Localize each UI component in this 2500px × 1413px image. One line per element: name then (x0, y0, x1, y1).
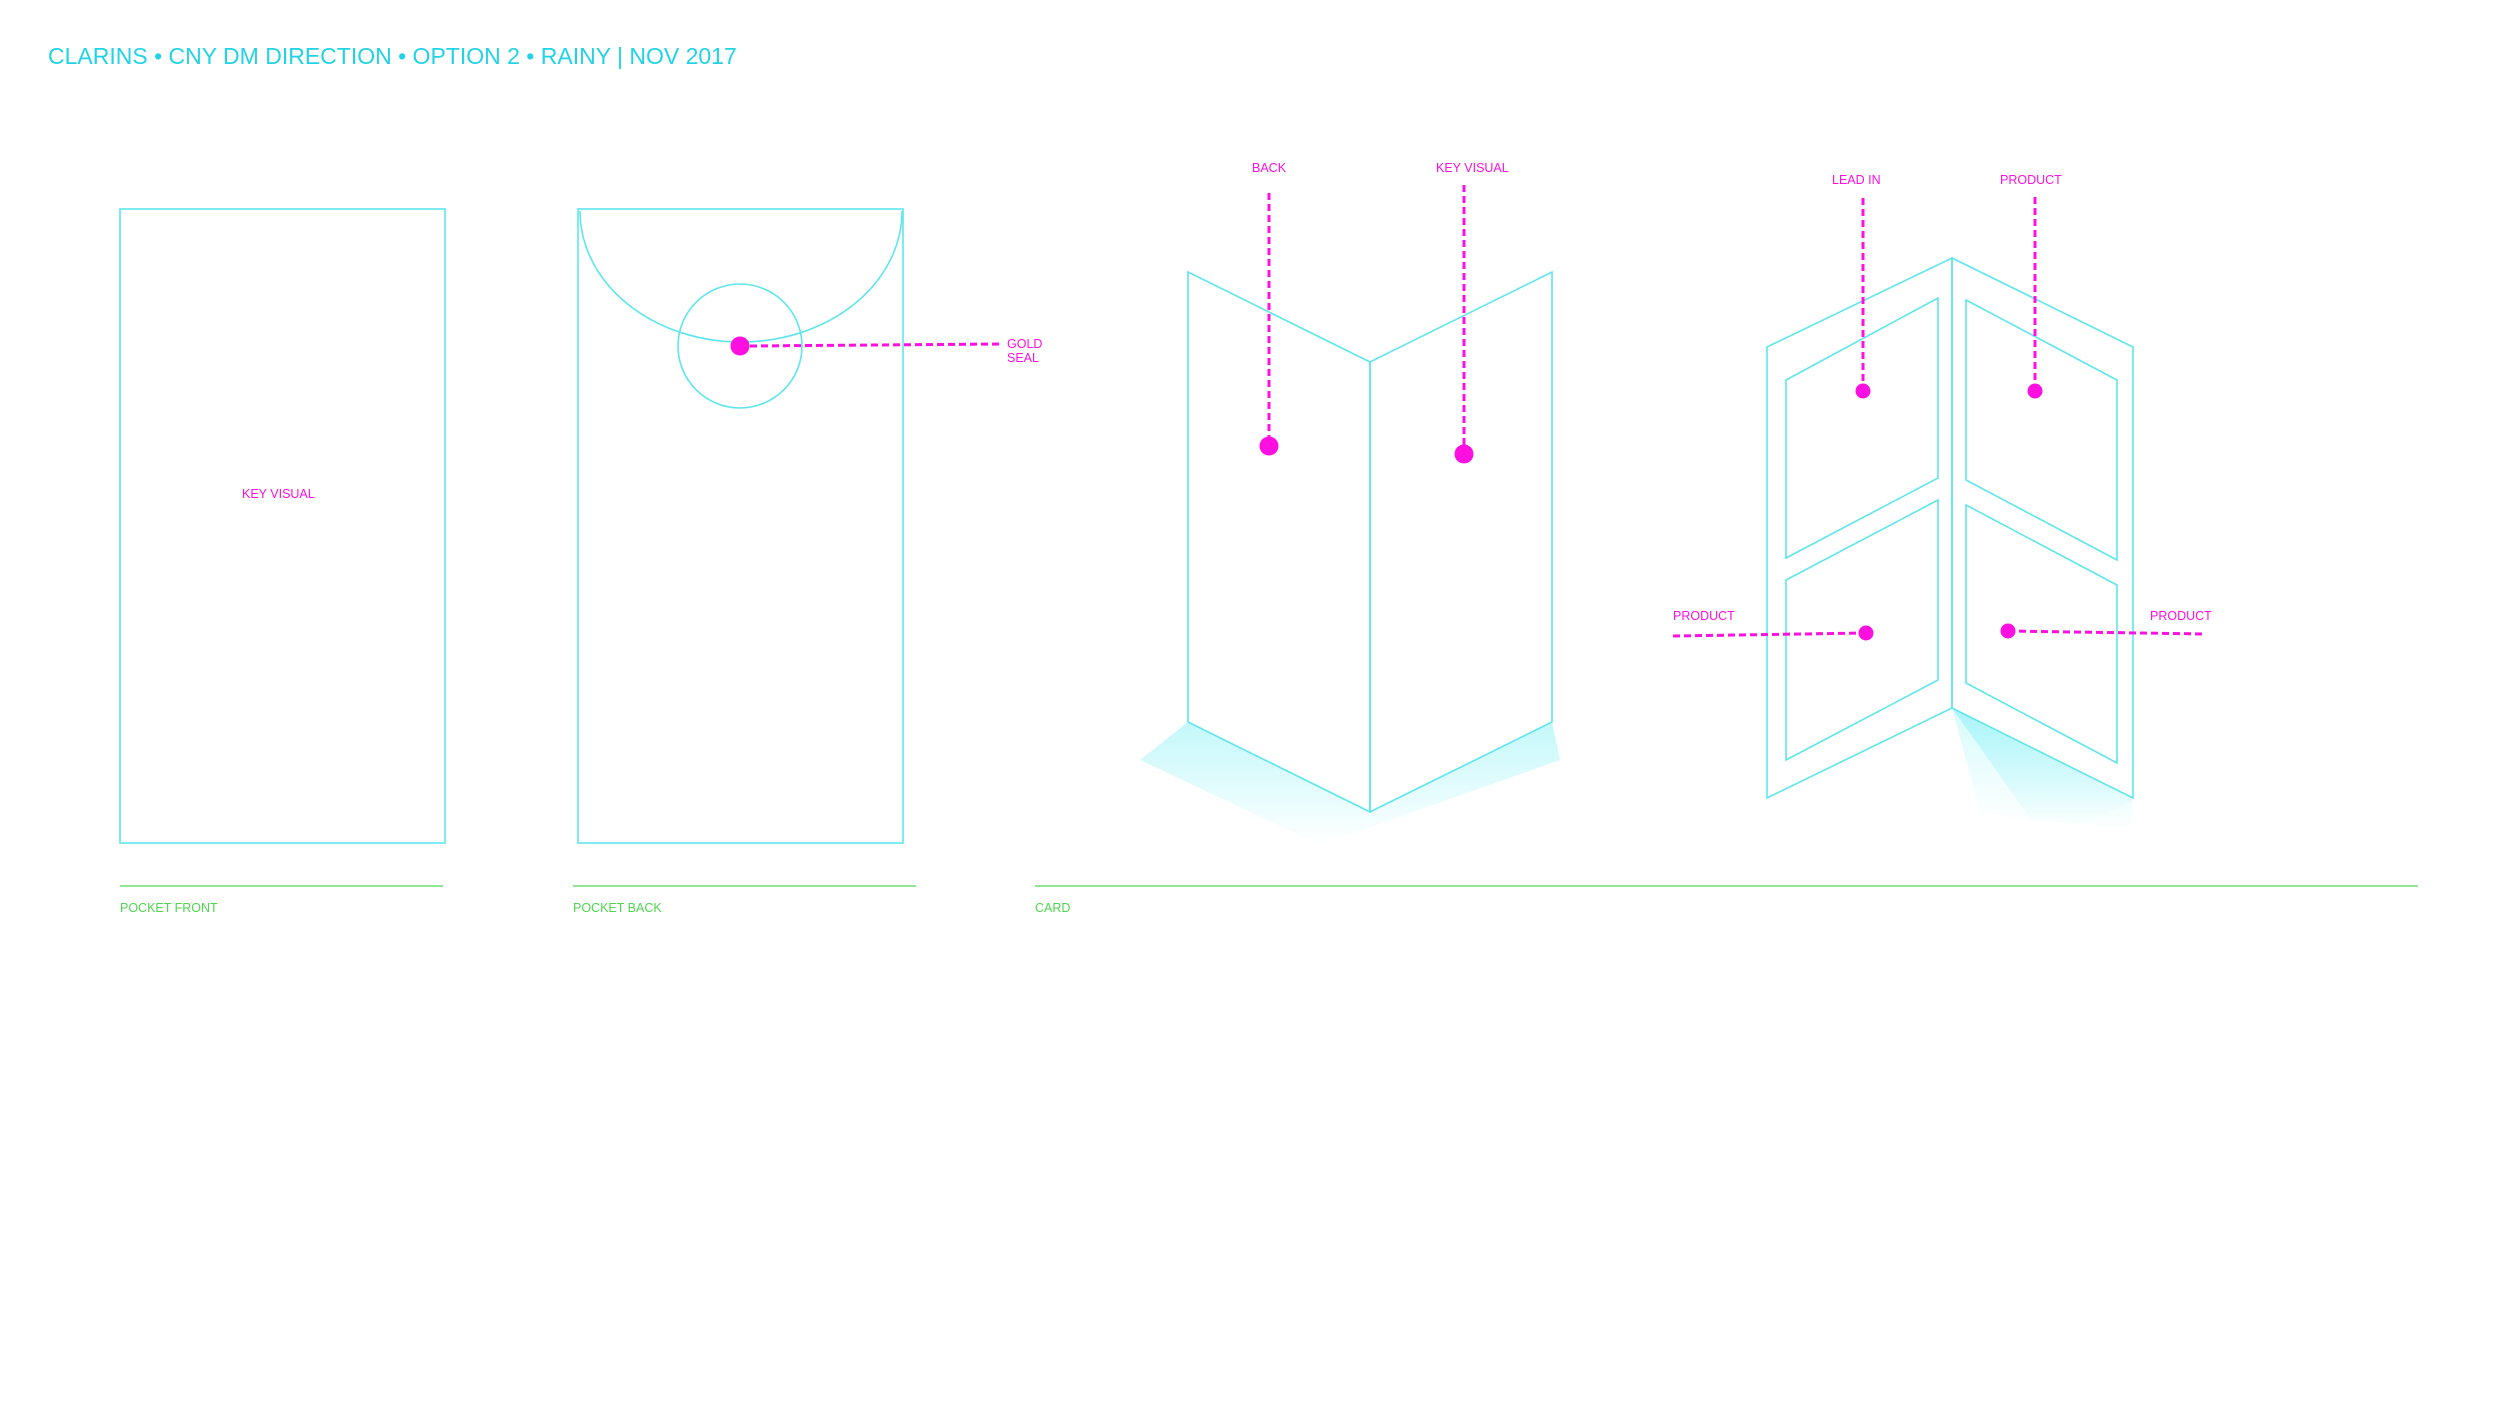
card-open-shadow-right (1952, 708, 2133, 828)
product-left-dot (1858, 625, 1874, 641)
card-front-panel (1369, 270, 1553, 814)
pocket-back-flap (579, 210, 903, 343)
card-back-panel (1187, 270, 1371, 814)
product-right-dot (2000, 623, 2016, 639)
pocket-back-diagram: GOLD SEAL (577, 208, 1042, 844)
product-right-panel (1965, 503, 2118, 765)
back-label: BACK (1252, 161, 1287, 175)
product-right-leader (2007, 629, 2206, 636)
product-right-label: PRODUCT (2150, 609, 2212, 623)
product-top-dot (2027, 383, 2043, 399)
lead-in-label: LEAD IN (1832, 173, 1881, 187)
back-dot (1259, 436, 1279, 456)
gold-seal-circle (677, 283, 803, 409)
pocket-front-diagram: KEY VISUAL (119, 208, 446, 844)
gold-seal-leader (749, 342, 1001, 348)
product-top-panel (1965, 298, 2118, 562)
gold-seal-label-line1: GOLD (1007, 337, 1042, 351)
key-visual-label: KEY VISUAL (242, 487, 315, 501)
card-section-label: CARD (1035, 901, 1070, 915)
lead-in-panel (1785, 296, 1939, 560)
card-fold-shadow (1140, 722, 1560, 845)
card-open-view: LEAD IN PRODUCT PRODUCT PRODUCT (1672, 173, 2212, 830)
lead-in-dot (1855, 383, 1871, 399)
pocket-back-section-label: POCKET BACK (573, 901, 662, 915)
product-left-panel (1785, 498, 1939, 762)
gold-seal-dot (730, 336, 750, 356)
key-visual-card-label: KEY VISUAL (1436, 161, 1509, 175)
product-top-label: PRODUCT (2000, 173, 2062, 187)
pocket-back-outline (577, 208, 904, 844)
card-fold-view: BACK KEY VISUAL (1140, 161, 1560, 845)
gold-seal-label-line2: SEAL (1007, 351, 1039, 365)
product-left-label: PRODUCT (1673, 609, 1735, 623)
key-visual-card-dot (1454, 444, 1474, 464)
card-inner-right-panel (1951, 256, 2134, 800)
card-inner-left-panel (1766, 256, 1953, 800)
product-left-leader (1672, 631, 1867, 638)
page-title: CLARINS • CNY DM DIRECTION • OPTION 2 • … (48, 43, 737, 69)
pocket-front-outline (119, 208, 446, 844)
pocket-front-section-label: POCKET FRONT (120, 901, 218, 915)
